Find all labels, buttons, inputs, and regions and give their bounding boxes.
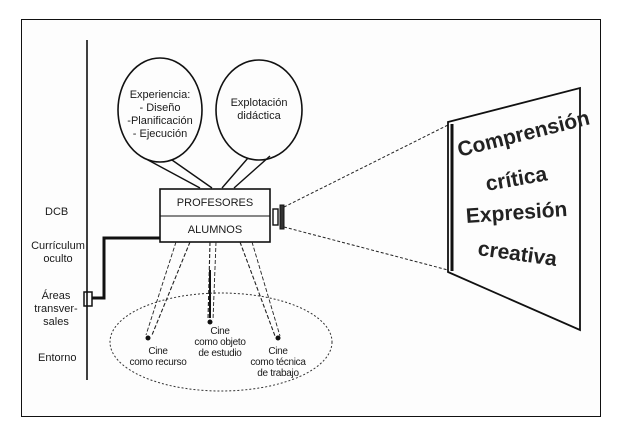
areas-line3: sales: [43, 316, 69, 328]
tripod-foot: [275, 335, 281, 341]
areas-line2: transver-: [34, 303, 78, 315]
reel-line: [233, 155, 271, 189]
label-curriculum: Currículum oculto: [28, 240, 88, 266]
label-dcb: DCB: [45, 206, 69, 218]
projection-beam: [283, 226, 449, 271]
cine-tecnica-line3: de trabajo: [257, 368, 299, 379]
explotacion-line1: Explotación: [230, 97, 288, 109]
experiencia-item-planificacion: -Planificación: [127, 115, 193, 127]
areas-line1: Áreas: [41, 290, 71, 302]
tripod-leg: [145, 241, 177, 336]
cine-objeto-line2: como objeto: [194, 337, 246, 348]
bubble-experiencia-text: Experiencia: - Diseño -Planificación - E…: [118, 89, 202, 141]
cine-tecnica-line1: Cine: [268, 346, 288, 357]
bubble-explotacion: [215, 59, 303, 161]
projector-label-alumnos: ALUMNOS: [187, 224, 243, 236]
reel-line: [221, 157, 249, 189]
explotacion-line2: didáctica: [237, 110, 281, 122]
bubble-explotacion-text: Explotación didáctica: [218, 97, 300, 123]
diagram-frame: [21, 19, 601, 417]
experiencia-item-diseno: - Diseño: [139, 102, 181, 114]
reel-line: [171, 159, 213, 189]
tripod-foot: [145, 335, 151, 341]
floor-ellipse: [109, 292, 333, 392]
bubble-experiencia: [117, 57, 203, 163]
reel-line: [147, 159, 201, 189]
cine-objeto-line1: Cine: [210, 326, 230, 337]
cine-recurso-line1: Cine: [148, 346, 168, 357]
tripod-leg: [251, 241, 281, 337]
tripod-foot: [207, 319, 213, 325]
projection-beam: [283, 124, 449, 208]
curriculum-line1: Currículum: [31, 240, 85, 252]
label-areas: Áreas transver- sales: [30, 290, 82, 329]
tripod-leg: [151, 241, 191, 336]
cine-tecnica-line2: como técnica: [250, 357, 306, 368]
projector-lens-front: [279, 204, 285, 230]
tripod-leg: [239, 241, 276, 337]
label-cine-objeto: Cine como objeto de estudio: [190, 326, 250, 359]
experiencia-title: Experiencia:: [129, 89, 191, 101]
cine-recurso-line2: como recurso: [129, 357, 187, 368]
label-cine-tecnica: Cine como técnica de trabajo: [248, 346, 308, 379]
projector-lens: [272, 208, 279, 226]
projector-label-profesores: PROFESORES: [176, 197, 254, 209]
curriculum-line2: oculto: [43, 253, 73, 265]
cine-objeto-line3: de estudio: [198, 348, 242, 359]
crank-connector: [92, 236, 160, 300]
tripod-leg: [212, 241, 217, 321]
crank-handle: [83, 291, 93, 307]
projection-screen: [447, 86, 581, 332]
experiencia-item-ejecucion: - Ejecución: [132, 128, 188, 140]
label-cine-recurso: Cine como recurso: [128, 346, 188, 368]
label-entorno: Entorno: [38, 352, 77, 364]
